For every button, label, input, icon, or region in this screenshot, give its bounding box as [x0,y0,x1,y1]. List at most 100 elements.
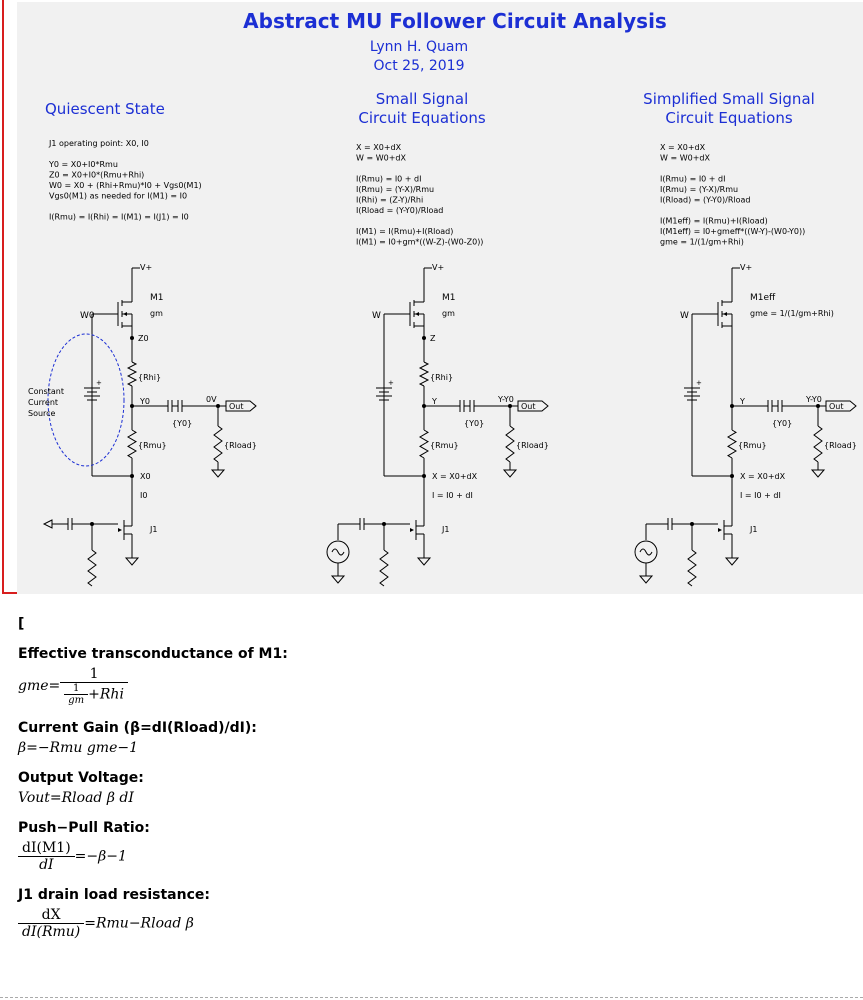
result-push-pull: Push−Pull Ratio: dI(M1)dI=−β−1 [18,820,848,873]
output-voltage-label: 0V [206,395,217,404]
panel-1: Quiescent State J1 operating point: X0, I… [28,100,257,587]
result-label: Push−Pull Ratio: [18,820,150,836]
arrow-icon [718,528,722,532]
capacitor-icon [359,518,365,530]
equation-line: I(Rload = (Y-Y0)/Rload [356,206,443,215]
gate-node-label: W [372,311,381,321]
capacitor-icon [469,400,475,412]
current-source-outline [47,333,125,467]
jfet-icon [718,516,733,544]
gate-node-label: W [680,311,689,321]
resistor-label: {Rload} [516,441,549,450]
battery-icon: + [376,379,394,401]
plus-sign: + [696,379,702,387]
ground-icon [416,557,432,566]
ground-icon [330,575,346,584]
current-label: I = I0 + dI [432,491,473,500]
circuit-panels: Quiescent State J1 operating point: X0, I… [28,90,857,587]
output-port-icon: Out [825,400,857,412]
mosfet-name: M1 [150,293,164,303]
arrow-icon [410,528,414,532]
output-port [825,400,857,412]
resistor-label: {Rhi} [138,373,161,382]
equation-line: X = X0+dX [356,143,402,152]
plus-sign: + [96,379,102,387]
junction-dot [422,474,426,478]
result-label: Current Gain (β=dI(Rload)/dI): [18,720,257,736]
output-voltage-label: Y-Y0 [805,395,822,404]
equation-line: I(Rmu) = I(Rhi) = I(M1) = I(J1) = I0 [49,213,189,222]
vplus-label: V+ [432,263,444,272]
capacitor-icon [459,400,465,412]
output-port [225,400,257,412]
capacitor-label: {Y0} [172,419,192,428]
equation: Vout=Rload β dI [18,790,134,806]
capacitor-icon [667,518,673,530]
output-voltage-label: Y-Y0 [497,395,514,404]
resistor-icon [727,429,737,459]
page-title: Abstract MU Follower Circuit Analysis [243,9,667,33]
equation-line: I(Rmu) = (Y-X)/Rmu [356,185,434,194]
sine-wave [639,548,653,556]
resistor-label: {Rload} [224,441,257,450]
battery-icon: + [84,379,102,401]
resistor-icon [687,549,697,587]
jfet-label: J1 [749,525,757,534]
source-label: Current [28,398,58,407]
mosfet-icon [717,294,733,334]
junction-dot [130,336,134,340]
sine-wave [331,548,345,556]
result-label: Effective transconductance of M1: [18,646,288,662]
equation-line: W0 = X0 + (Rhi+Rmu)*I0 + Vgs0(M1) [49,181,202,190]
ground-icon [638,575,654,584]
resistor-label: {Rmu} [738,441,767,450]
equation-line: I(Rhi) = (Z-Y)/Rhi [356,196,423,205]
schematic-image: Abstract MU Follower Circuit Analysis Ly… [17,2,863,594]
jfet-icon [118,516,133,544]
ac-source-icon [326,540,350,564]
junction-dot [130,474,134,478]
title-block: Abstract MU Follower Circuit Analysis Ly… [243,9,667,74]
node-label: X0 [140,472,151,481]
output-port-icon: Out [225,400,257,412]
results-section: [ Effective transconductance of M1: gme=… [18,616,848,940]
equation-line: X = X0+dX [660,143,706,152]
panel-heading: Quiescent State [45,100,165,118]
ground-icon [810,469,826,478]
arrow-icon [118,528,122,532]
source-label: Constant [28,387,64,396]
arrow-icon [723,312,727,316]
vplus-label: V+ [140,263,152,272]
jfet-label: J1 [441,525,449,534]
equation-line: J1 operating point: X0, I0 [48,139,149,148]
input-flag-icon [42,519,53,529]
resistor-label: {Rmu} [138,441,167,450]
equation-line: I(Rload) = (Y-Y0)/Rload [660,196,751,205]
ground-icon [724,557,740,566]
output-label: Out [829,402,844,411]
node-label: Y [431,397,437,406]
equation-line: W = W0+dX [356,154,406,163]
source-label: Source [28,409,56,418]
mosfet-icon [409,294,425,334]
panel-heading: Simplified Small Signal [643,90,815,108]
mosfet-gm: gm [442,309,455,318]
capacitor-label: {Y0} [772,419,792,428]
equation-line: I(Rmu) = (Y-X)/Rmu [660,185,738,194]
equation: dI(M1)dI=−β−1 [18,840,848,873]
mosfet-icon [117,294,133,334]
output-port [517,400,549,412]
equation-line: I(Rmu) = I0 + dI [356,175,422,184]
node-label: Y [739,397,745,406]
output-label: Out [229,402,244,411]
jfet-label: J1 [149,525,157,534]
current-label: I0 [140,491,147,500]
capacitor-label: {Y0} [464,419,484,428]
resistor-icon [419,429,429,459]
